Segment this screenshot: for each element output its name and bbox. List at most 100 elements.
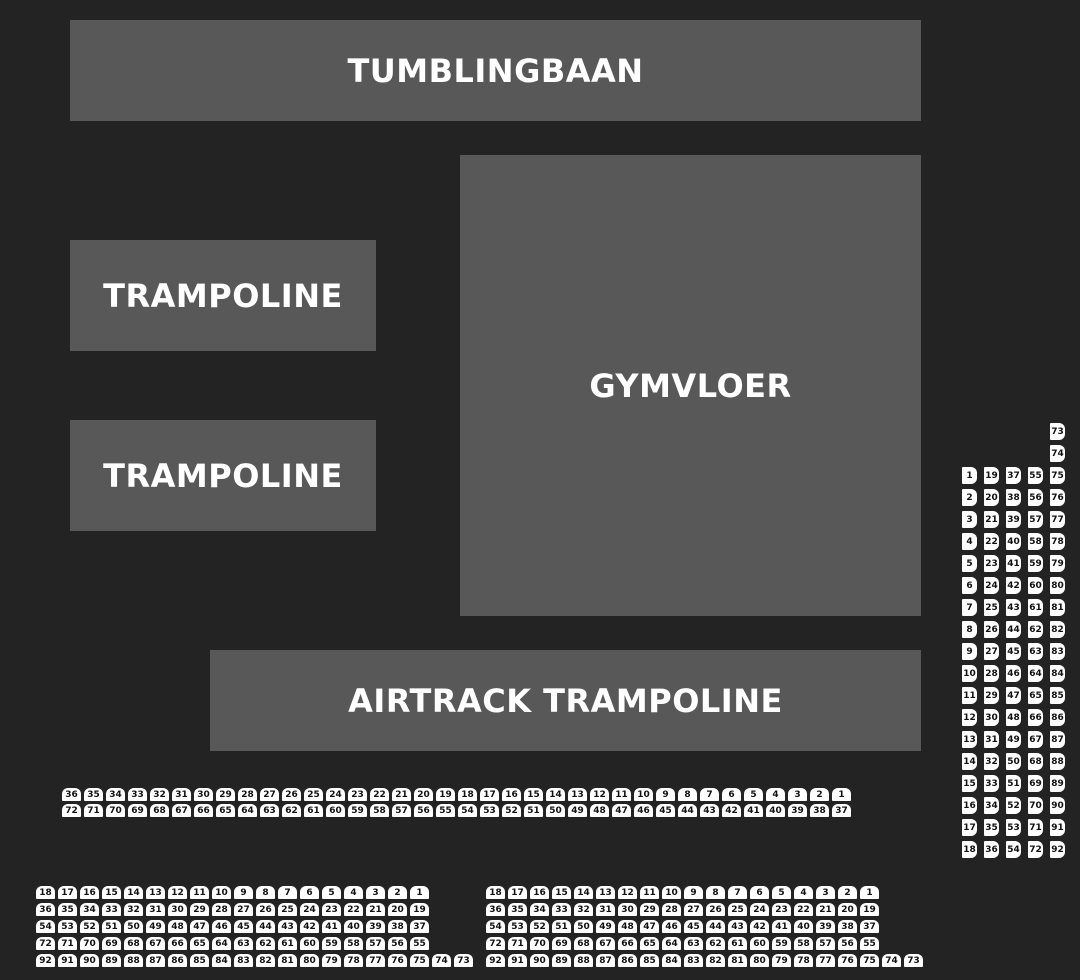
seat[interactable]: 66 xyxy=(194,804,213,817)
seat[interactable]: 67 xyxy=(596,937,615,950)
seat[interactable]: 66 xyxy=(1028,709,1043,726)
seat[interactable]: 69 xyxy=(1028,775,1043,792)
seat[interactable]: 18 xyxy=(486,886,505,899)
seat[interactable]: 68 xyxy=(1028,753,1043,770)
seat[interactable]: 48 xyxy=(1006,709,1021,726)
seat[interactable]: 4 xyxy=(766,788,785,801)
seat[interactable]: 11 xyxy=(962,687,977,704)
seat[interactable]: 3 xyxy=(962,511,977,528)
seat[interactable]: 48 xyxy=(618,920,637,933)
seat[interactable]: 71 xyxy=(508,937,527,950)
seat[interactable]: 57 xyxy=(816,937,835,950)
seat[interactable]: 68 xyxy=(574,937,593,950)
seat[interactable]: 85 xyxy=(190,954,209,967)
seat[interactable]: 15 xyxy=(524,788,543,801)
seat[interactable]: 38 xyxy=(1006,489,1021,506)
seat[interactable]: 72 xyxy=(62,804,81,817)
seat[interactable]: 8 xyxy=(962,621,977,638)
seat[interactable]: 84 xyxy=(212,954,231,967)
seat[interactable]: 54 xyxy=(1006,841,1021,858)
seat[interactable]: 24 xyxy=(300,903,319,916)
seat[interactable]: 38 xyxy=(810,804,829,817)
seat[interactable]: 80 xyxy=(300,954,319,967)
seat[interactable]: 28 xyxy=(662,903,681,916)
seat[interactable]: 42 xyxy=(300,920,319,933)
seat[interactable]: 16 xyxy=(80,886,99,899)
seat[interactable]: 3 xyxy=(816,886,835,899)
seat[interactable]: 13 xyxy=(962,731,977,748)
seat[interactable]: 46 xyxy=(634,804,653,817)
seat[interactable]: 74 xyxy=(432,954,451,967)
seat[interactable]: 26 xyxy=(984,621,999,638)
seat[interactable]: 6 xyxy=(750,886,769,899)
seat[interactable]: 60 xyxy=(750,937,769,950)
seat[interactable]: 31 xyxy=(172,788,191,801)
seat[interactable]: 37 xyxy=(860,920,879,933)
seat[interactable]: 43 xyxy=(1006,599,1021,616)
seat[interactable]: 51 xyxy=(524,804,543,817)
seat[interactable]: 88 xyxy=(124,954,143,967)
seat[interactable]: 79 xyxy=(322,954,341,967)
seat[interactable]: 53 xyxy=(508,920,527,933)
seat[interactable]: 71 xyxy=(84,804,103,817)
seat[interactable]: 30 xyxy=(984,709,999,726)
seat[interactable]: 52 xyxy=(530,920,549,933)
seat[interactable]: 34 xyxy=(106,788,125,801)
seat[interactable]: 21 xyxy=(816,903,835,916)
seat[interactable]: 29 xyxy=(984,687,999,704)
seat[interactable]: 59 xyxy=(322,937,341,950)
seat[interactable]: 41 xyxy=(322,920,341,933)
seat[interactable]: 50 xyxy=(546,804,565,817)
seat[interactable]: 25 xyxy=(984,599,999,616)
seat[interactable]: 8 xyxy=(706,886,725,899)
seat[interactable]: 86 xyxy=(1050,709,1065,726)
seat[interactable]: 27 xyxy=(234,903,253,916)
seat[interactable]: 32 xyxy=(984,753,999,770)
seat[interactable]: 81 xyxy=(278,954,297,967)
seat[interactable]: 72 xyxy=(1028,841,1043,858)
seat[interactable]: 28 xyxy=(238,788,257,801)
seat[interactable]: 31 xyxy=(984,731,999,748)
seat[interactable]: 74 xyxy=(1050,445,1065,462)
seat[interactable]: 30 xyxy=(194,788,213,801)
seat[interactable]: 24 xyxy=(750,903,769,916)
seat[interactable]: 14 xyxy=(546,788,565,801)
seat[interactable]: 57 xyxy=(366,937,385,950)
seat[interactable]: 6 xyxy=(722,788,741,801)
seat[interactable]: 9 xyxy=(962,643,977,660)
seat[interactable]: 26 xyxy=(706,903,725,916)
seat[interactable]: 10 xyxy=(962,665,977,682)
seat[interactable]: 29 xyxy=(640,903,659,916)
seat[interactable]: 52 xyxy=(80,920,99,933)
seat[interactable]: 77 xyxy=(366,954,385,967)
seat[interactable]: 12 xyxy=(590,788,609,801)
seat[interactable]: 4 xyxy=(794,886,813,899)
seat[interactable]: 2 xyxy=(962,489,977,506)
seat[interactable]: 44 xyxy=(1006,621,1021,638)
seat[interactable]: 70 xyxy=(80,937,99,950)
seat[interactable]: 78 xyxy=(794,954,813,967)
seat[interactable]: 17 xyxy=(58,886,77,899)
seat[interactable]: 39 xyxy=(1006,511,1021,528)
seat[interactable]: 54 xyxy=(36,920,55,933)
seat[interactable]: 42 xyxy=(1006,577,1021,594)
seat[interactable]: 73 xyxy=(454,954,473,967)
seat[interactable]: 4 xyxy=(344,886,363,899)
seat[interactable]: 58 xyxy=(1028,533,1043,550)
seat[interactable]: 56 xyxy=(388,937,407,950)
seat[interactable]: 71 xyxy=(1028,819,1043,836)
seat[interactable]: 9 xyxy=(684,886,703,899)
seat[interactable]: 5 xyxy=(962,555,977,572)
seat[interactable]: 10 xyxy=(662,886,681,899)
seat[interactable]: 81 xyxy=(728,954,747,967)
seat[interactable]: 37 xyxy=(832,804,851,817)
seat[interactable]: 14 xyxy=(574,886,593,899)
seat[interactable]: 49 xyxy=(596,920,615,933)
seat[interactable]: 55 xyxy=(436,804,455,817)
seat[interactable]: 62 xyxy=(706,937,725,950)
seat[interactable]: 60 xyxy=(300,937,319,950)
seat[interactable]: 35 xyxy=(984,819,999,836)
seat[interactable]: 72 xyxy=(486,937,505,950)
seat[interactable]: 61 xyxy=(1028,599,1043,616)
seat[interactable]: 2 xyxy=(810,788,829,801)
